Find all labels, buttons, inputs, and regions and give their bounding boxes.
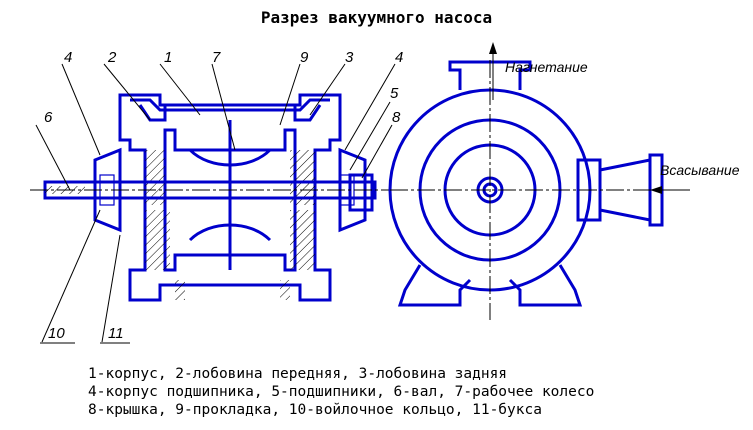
drawing-title: Разрез вакуумного насоса <box>260 8 493 27</box>
legend-line-3: 8-крышка, 9-прокладка, 10-войлочное коль… <box>88 402 542 418</box>
legend-line-2: 4-корпус подшипника, 5-подшипники, 6-вал… <box>88 384 595 400</box>
hatch-foot-right <box>280 280 290 300</box>
callout-5: 5 <box>390 85 399 102</box>
hatch-front-upper <box>145 150 165 205</box>
suction-arrowhead <box>650 186 662 194</box>
suction-label: Всасывание <box>660 162 740 178</box>
callout-10: 10 <box>48 325 65 342</box>
callout-8: 8 <box>392 109 401 126</box>
hatch-rear-lower <box>290 210 315 270</box>
port-lines <box>138 104 322 122</box>
side-view <box>388 42 690 320</box>
callout-2: 2 <box>107 49 117 66</box>
callout-7: 7 <box>212 49 221 66</box>
callout-3: 3 <box>345 49 354 66</box>
cover <box>348 173 374 212</box>
upper-rib <box>130 98 330 112</box>
callout-4-rear: 4 <box>395 49 403 66</box>
callout-4-front: 4 <box>64 49 72 66</box>
bearing-housing-front <box>93 147 122 233</box>
discharge-label: Нагнетание <box>505 59 588 75</box>
hatch-front-lower <box>145 210 170 270</box>
hatch-rear-upper <box>290 150 315 205</box>
leader-lines <box>35 63 396 344</box>
callout-11: 11 <box>108 325 124 342</box>
legend-line-1: 1-корпус, 2-лобовина передняя, 3-лобовин… <box>88 366 508 382</box>
hatch-foot-left <box>175 280 185 300</box>
callout-1: 1 <box>164 49 172 66</box>
foot-right <box>508 264 583 307</box>
foot-left <box>397 264 472 307</box>
section-view <box>30 93 390 302</box>
callout-6: 6 <box>44 109 53 126</box>
callout-9: 9 <box>300 49 309 66</box>
discharge-arrowhead <box>489 42 497 54</box>
